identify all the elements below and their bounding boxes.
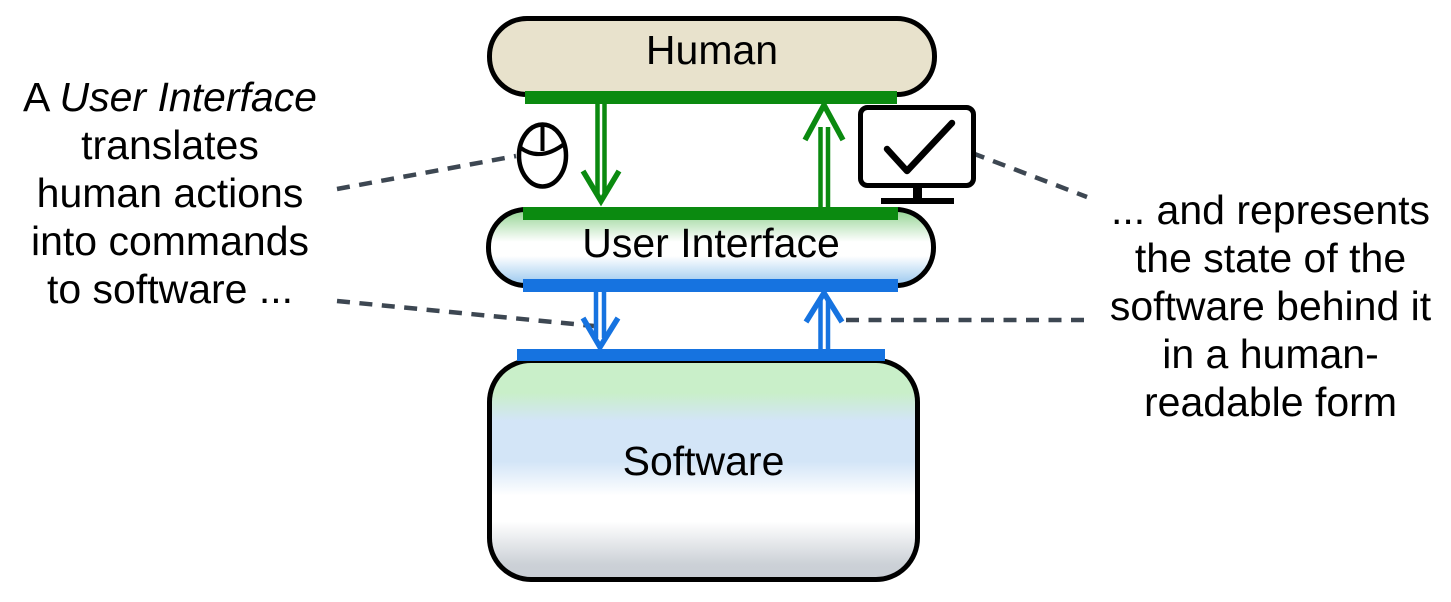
software-to-ui-arrow bbox=[803, 287, 845, 349]
ui-to-software-arrow bbox=[580, 292, 621, 353]
dashed-connector-left-top bbox=[336, 153, 517, 192]
annotation-line: the state of the bbox=[1134, 235, 1407, 281]
software-box: Software bbox=[487, 358, 920, 582]
dashed-connector-left-bottom bbox=[336, 298, 595, 329]
annotation-line: ... and represents bbox=[1110, 187, 1431, 233]
left-annotation: A User Interface translates human action… bbox=[0, 73, 340, 313]
annotation-line: human actions bbox=[36, 170, 304, 216]
annotation-line: into commands bbox=[30, 218, 309, 264]
ui-output-bar bbox=[523, 279, 898, 292]
right-annotation: ... and represents the state of the soft… bbox=[1090, 186, 1451, 426]
annotation-line: in a human- bbox=[1162, 331, 1379, 377]
software-state-bar bbox=[517, 349, 885, 361]
annotation-line: readable form bbox=[1144, 379, 1397, 425]
ui-input-bar bbox=[523, 207, 898, 220]
annotation-line: to software ... bbox=[46, 266, 294, 312]
human-label: Human bbox=[645, 26, 779, 73]
annotation-line: software behind it bbox=[1109, 283, 1432, 329]
mouse-icon bbox=[516, 122, 569, 189]
human-box: Human bbox=[487, 16, 937, 97]
annotation-text: A bbox=[23, 74, 60, 120]
annotation-line: A User Interface bbox=[0, 73, 340, 121]
ui-to-human-arrow bbox=[802, 99, 846, 207]
software-label: Software bbox=[622, 437, 785, 484]
monitor-check-icon bbox=[858, 105, 976, 204]
annotation-line: translates bbox=[81, 122, 259, 168]
human-to-ui-arrow bbox=[580, 104, 622, 207]
dashed-connector-right-top bbox=[971, 150, 1088, 200]
user-interface-label: User Interface bbox=[582, 219, 840, 266]
italic-term: User Interface bbox=[59, 74, 317, 120]
human-actions-bar bbox=[525, 91, 897, 104]
